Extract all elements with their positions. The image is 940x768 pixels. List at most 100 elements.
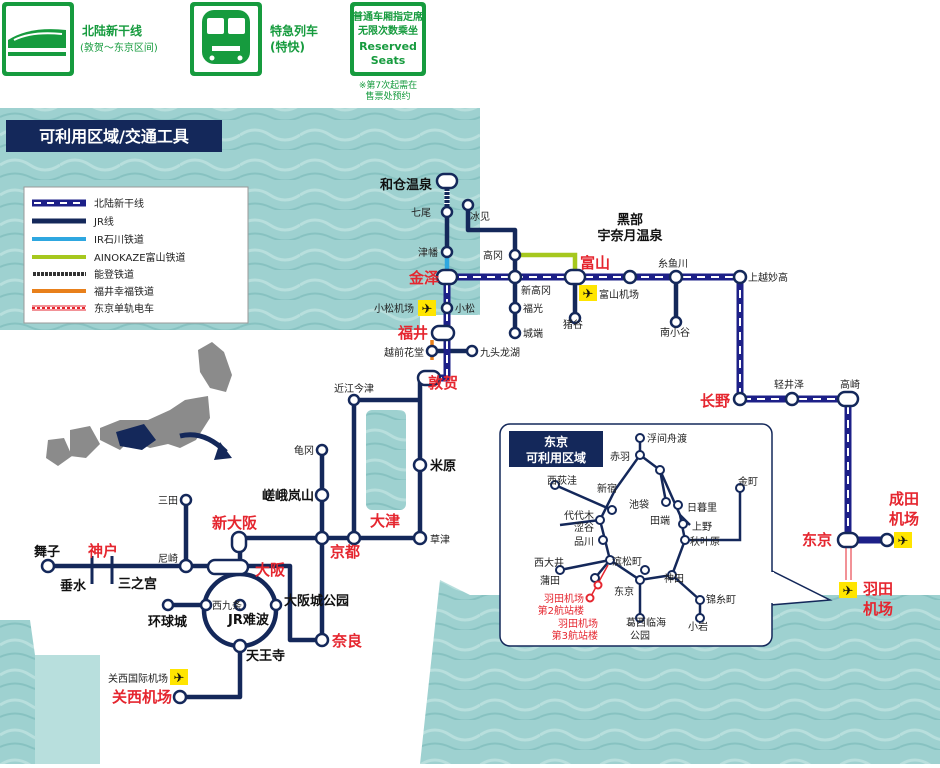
station-marker-tsuruga[interactable] <box>416 369 442 387</box>
station-marker-kameoka[interactable] <box>315 443 329 457</box>
legend-label-monorail: 东京单轨电车 <box>94 302 154 315</box>
tokyo-st-ueno: 上野 <box>692 521 712 533</box>
station-marker-narita[interactable] <box>879 532 895 548</box>
station-marker-nishikujo[interactable] <box>199 598 213 612</box>
station-marker-kankyojo[interactable] <box>161 598 175 612</box>
label-haneda-2: 机场 <box>863 600 893 618</box>
reserved-note-1: ※第7次起需在 <box>359 79 417 91</box>
tokyo-st-shinagawa: 品川 <box>574 536 594 548</box>
station-marker-mita[interactable] <box>179 493 193 507</box>
label-kanazawa: 金泽 <box>408 269 439 287</box>
tokyo-haneda-t3-1: 羽田机场 <box>558 617 598 630</box>
station-marker-kyoto[interactable] <box>314 530 330 546</box>
station-marker-itoigawa[interactable] <box>668 269 684 285</box>
tokyo-st-kanamachi: 金町 <box>738 475 758 488</box>
station-marker-tennoji[interactable] <box>232 638 248 654</box>
legend-jr: JR线 <box>32 215 114 228</box>
legend-ir: IR石川铁道 <box>32 233 144 246</box>
station-marker-shintakaoka[interactable] <box>507 269 523 285</box>
label-narita-2: 机场 <box>889 510 919 528</box>
badge-reserved-seats: 普通车厢指定席 无限次数乘坐 Reserved Seats ※第7次起需在 售票… <box>350 2 426 102</box>
station-marker-takasaki[interactable] <box>836 390 860 408</box>
label-mita: 三田 <box>158 496 178 507</box>
label-johana: 城端 <box>523 327 543 340</box>
reserved-note-2: 售票处预约 <box>365 90 410 102</box>
label-nishikujo: 西九条 <box>212 599 242 612</box>
station-marker-unazuki[interactable] <box>622 269 638 285</box>
station-marker-arashiyama[interactable] <box>314 487 330 503</box>
station-marker-minamiotari[interactable] <box>669 315 683 329</box>
svg-text:✈: ✈ <box>898 534 909 549</box>
station-marker-fukui[interactable] <box>430 324 456 342</box>
tokyo-st-akabane: 赤羽 <box>610 451 630 463</box>
station-marker-komatsu[interactable] <box>440 301 454 315</box>
station-marker-tokyo[interactable] <box>836 531 860 549</box>
station-marker-nagano[interactable] <box>732 391 748 407</box>
reserved-seats-icon: 普通车厢指定席 无限次数乘坐 Reserved Seats <box>353 10 423 67</box>
label-narita-1: 成田 <box>889 490 919 508</box>
label-wakura: 和仓温泉 <box>380 177 433 193</box>
tokyo-st-nishioi: 西大井 <box>534 556 564 569</box>
station-marker-kuzuryuko[interactable] <box>465 344 479 358</box>
station-marker-otsu[interactable] <box>346 530 362 546</box>
tokyo-st-nippori: 日暮里 <box>687 501 717 514</box>
japan-minimap <box>46 342 232 466</box>
station-marker-osakajokoen[interactable] <box>269 598 283 612</box>
tokyo-st-ukimafunado: 浮间舟渡 <box>647 432 687 445</box>
station-labels: 和仓温泉 七尾 津幡 金泽 小松机场 小松 福井 越前花堂 九头龙湖 敦贺 冰见… <box>33 177 919 706</box>
label-maiko: 舞子 <box>33 544 60 560</box>
label-kyoto: 京都 <box>330 543 360 561</box>
station-marker-joetsu[interactable] <box>732 269 748 285</box>
station-marker-kix[interactable] <box>172 689 188 705</box>
station-marker-amagasaki[interactable] <box>178 558 194 574</box>
station-marker-johana[interactable] <box>508 326 522 340</box>
station-marker-fukumitsu[interactable] <box>508 301 522 315</box>
station-marker-karuizawa[interactable] <box>784 391 800 407</box>
airplane-icon: ✈ <box>418 300 436 317</box>
label-haneda-1: 羽田 <box>863 580 893 598</box>
label-tennoji: 天王寺 <box>246 648 285 664</box>
limited-express-icon <box>202 10 250 64</box>
station-marker-takaoka[interactable] <box>508 248 522 262</box>
legend: 北陆新干线 JR线 IR石川铁道 AINOKAZE富山铁道 能登铁道 福井幸福铁… <box>23 186 249 324</box>
legend-noto: 能登铁道 <box>32 268 134 281</box>
airplane-icon: ✈ <box>839 582 857 599</box>
station-marker-inotani[interactable] <box>568 311 582 325</box>
label-takasaki: 高崎 <box>840 378 860 391</box>
tokyo-inset: 东京 可利用区域 浮间舟渡 赤羽 <box>499 423 833 647</box>
station-marker-osaka[interactable] <box>206 558 250 576</box>
label-kusatsu: 草津 <box>430 534 450 546</box>
station-marker-omi[interactable] <box>347 393 361 407</box>
tokyo-haneda-t2-2: 第2航站楼 <box>538 604 584 617</box>
station-marker-nara[interactable] <box>314 632 330 648</box>
station-marker-himi[interactable] <box>461 198 475 212</box>
station-marker-shinosaka[interactable] <box>230 530 248 554</box>
tokyo-st-ikebukuro: 池袋 <box>629 498 649 511</box>
station-marker-jrnamba[interactable] <box>233 598 247 612</box>
badge-limited-express: 特急列车 (特快) <box>190 2 318 76</box>
label-tsubata: 津幡 <box>418 246 438 259</box>
label-himi: 冰见 <box>470 210 490 223</box>
station-marker-toyama[interactable] <box>563 268 587 286</box>
station-marker-maibara[interactable] <box>412 457 428 473</box>
station-marker-echizen[interactable] <box>425 344 439 358</box>
label-osakajokoen: 大阪城公园 <box>284 593 349 609</box>
label-tokyo: 东京 <box>802 531 832 549</box>
tokyo-st-shibuya: 涩谷 <box>574 522 594 534</box>
station-marker-tsubata[interactable] <box>440 245 454 259</box>
legend-monorail: 东京单轨电车 <box>32 302 154 315</box>
tokyo-st-kasai-2: 公园 <box>630 630 650 642</box>
station-marker-kusatsu[interactable] <box>412 530 428 546</box>
badge-limited-express-title: 特急列车 <box>270 23 318 38</box>
label-takaoka: 高冈 <box>483 249 503 262</box>
station-marker-wakura[interactable] <box>435 172 459 190</box>
station-marker-maiko[interactable] <box>40 558 56 574</box>
label-omi: 近江今津 <box>334 382 374 395</box>
station-marker-nanao[interactable] <box>440 205 454 219</box>
label-toyama-ap: 富山机场 <box>599 288 639 301</box>
legend-label-ainokaze: AINOKAZE富山铁道 <box>94 251 186 264</box>
station-marker-kanazawa[interactable] <box>435 268 459 286</box>
tokyo-st-kamata: 蒲田 <box>540 574 560 587</box>
